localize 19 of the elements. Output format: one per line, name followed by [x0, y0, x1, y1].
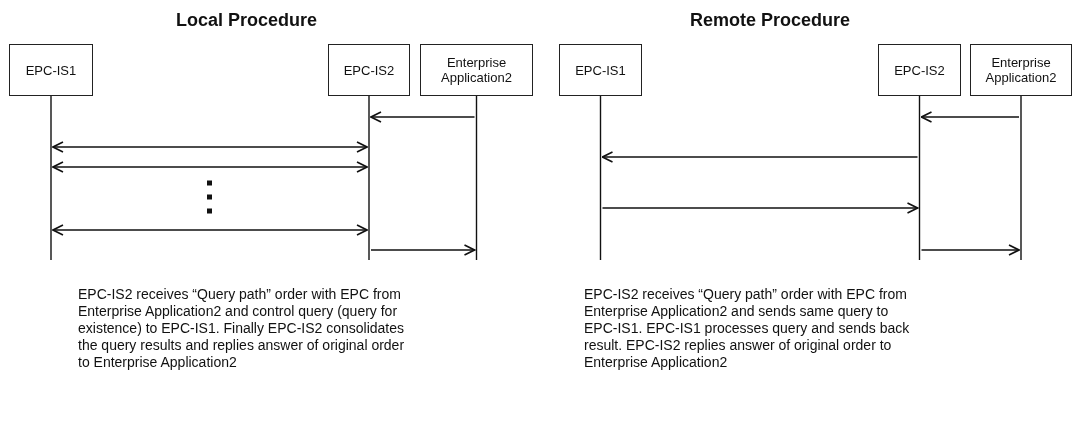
participant-box: EPC-IS1: [559, 44, 642, 96]
message-arrow: [370, 111, 476, 123]
participant-box: Enterprise Application2: [420, 44, 533, 96]
message-arrow: [52, 161, 368, 173]
description-text: EPC-IS2 receives “Query path” order with EPC from Enterprise Application2 and control query (query for existence) to EPC-IS1. Finally EPC-IS2 consolidates the query results and replies answer of original order to Enterprise Application2: [78, 286, 406, 371]
panel-heading: Remote Procedure: [690, 10, 851, 31]
participant-box: EPC-IS2: [878, 44, 961, 96]
message-arrow: [601, 202, 919, 214]
participant-box: EPC-IS1: [9, 44, 93, 96]
message-arrow: [601, 151, 919, 163]
message-arrow: [52, 141, 368, 153]
message-arrow: [370, 244, 476, 256]
panel-heading: Local Procedure: [176, 10, 318, 31]
message-arrow: [52, 224, 368, 236]
message-arrow: [920, 111, 1020, 123]
participant-box: EPC-IS2: [328, 44, 410, 96]
description-text: EPC-IS2 receives “Query path” order with EPC from Enterprise Application2 and sends same query to EPC-IS1. EPC-IS1 processes query and sends back result. EPC-IS2 replies answer of original order to Enterprise Application2: [584, 286, 911, 371]
participant-box: Enterprise Application2: [970, 44, 1072, 96]
message-arrow: [920, 244, 1020, 256]
